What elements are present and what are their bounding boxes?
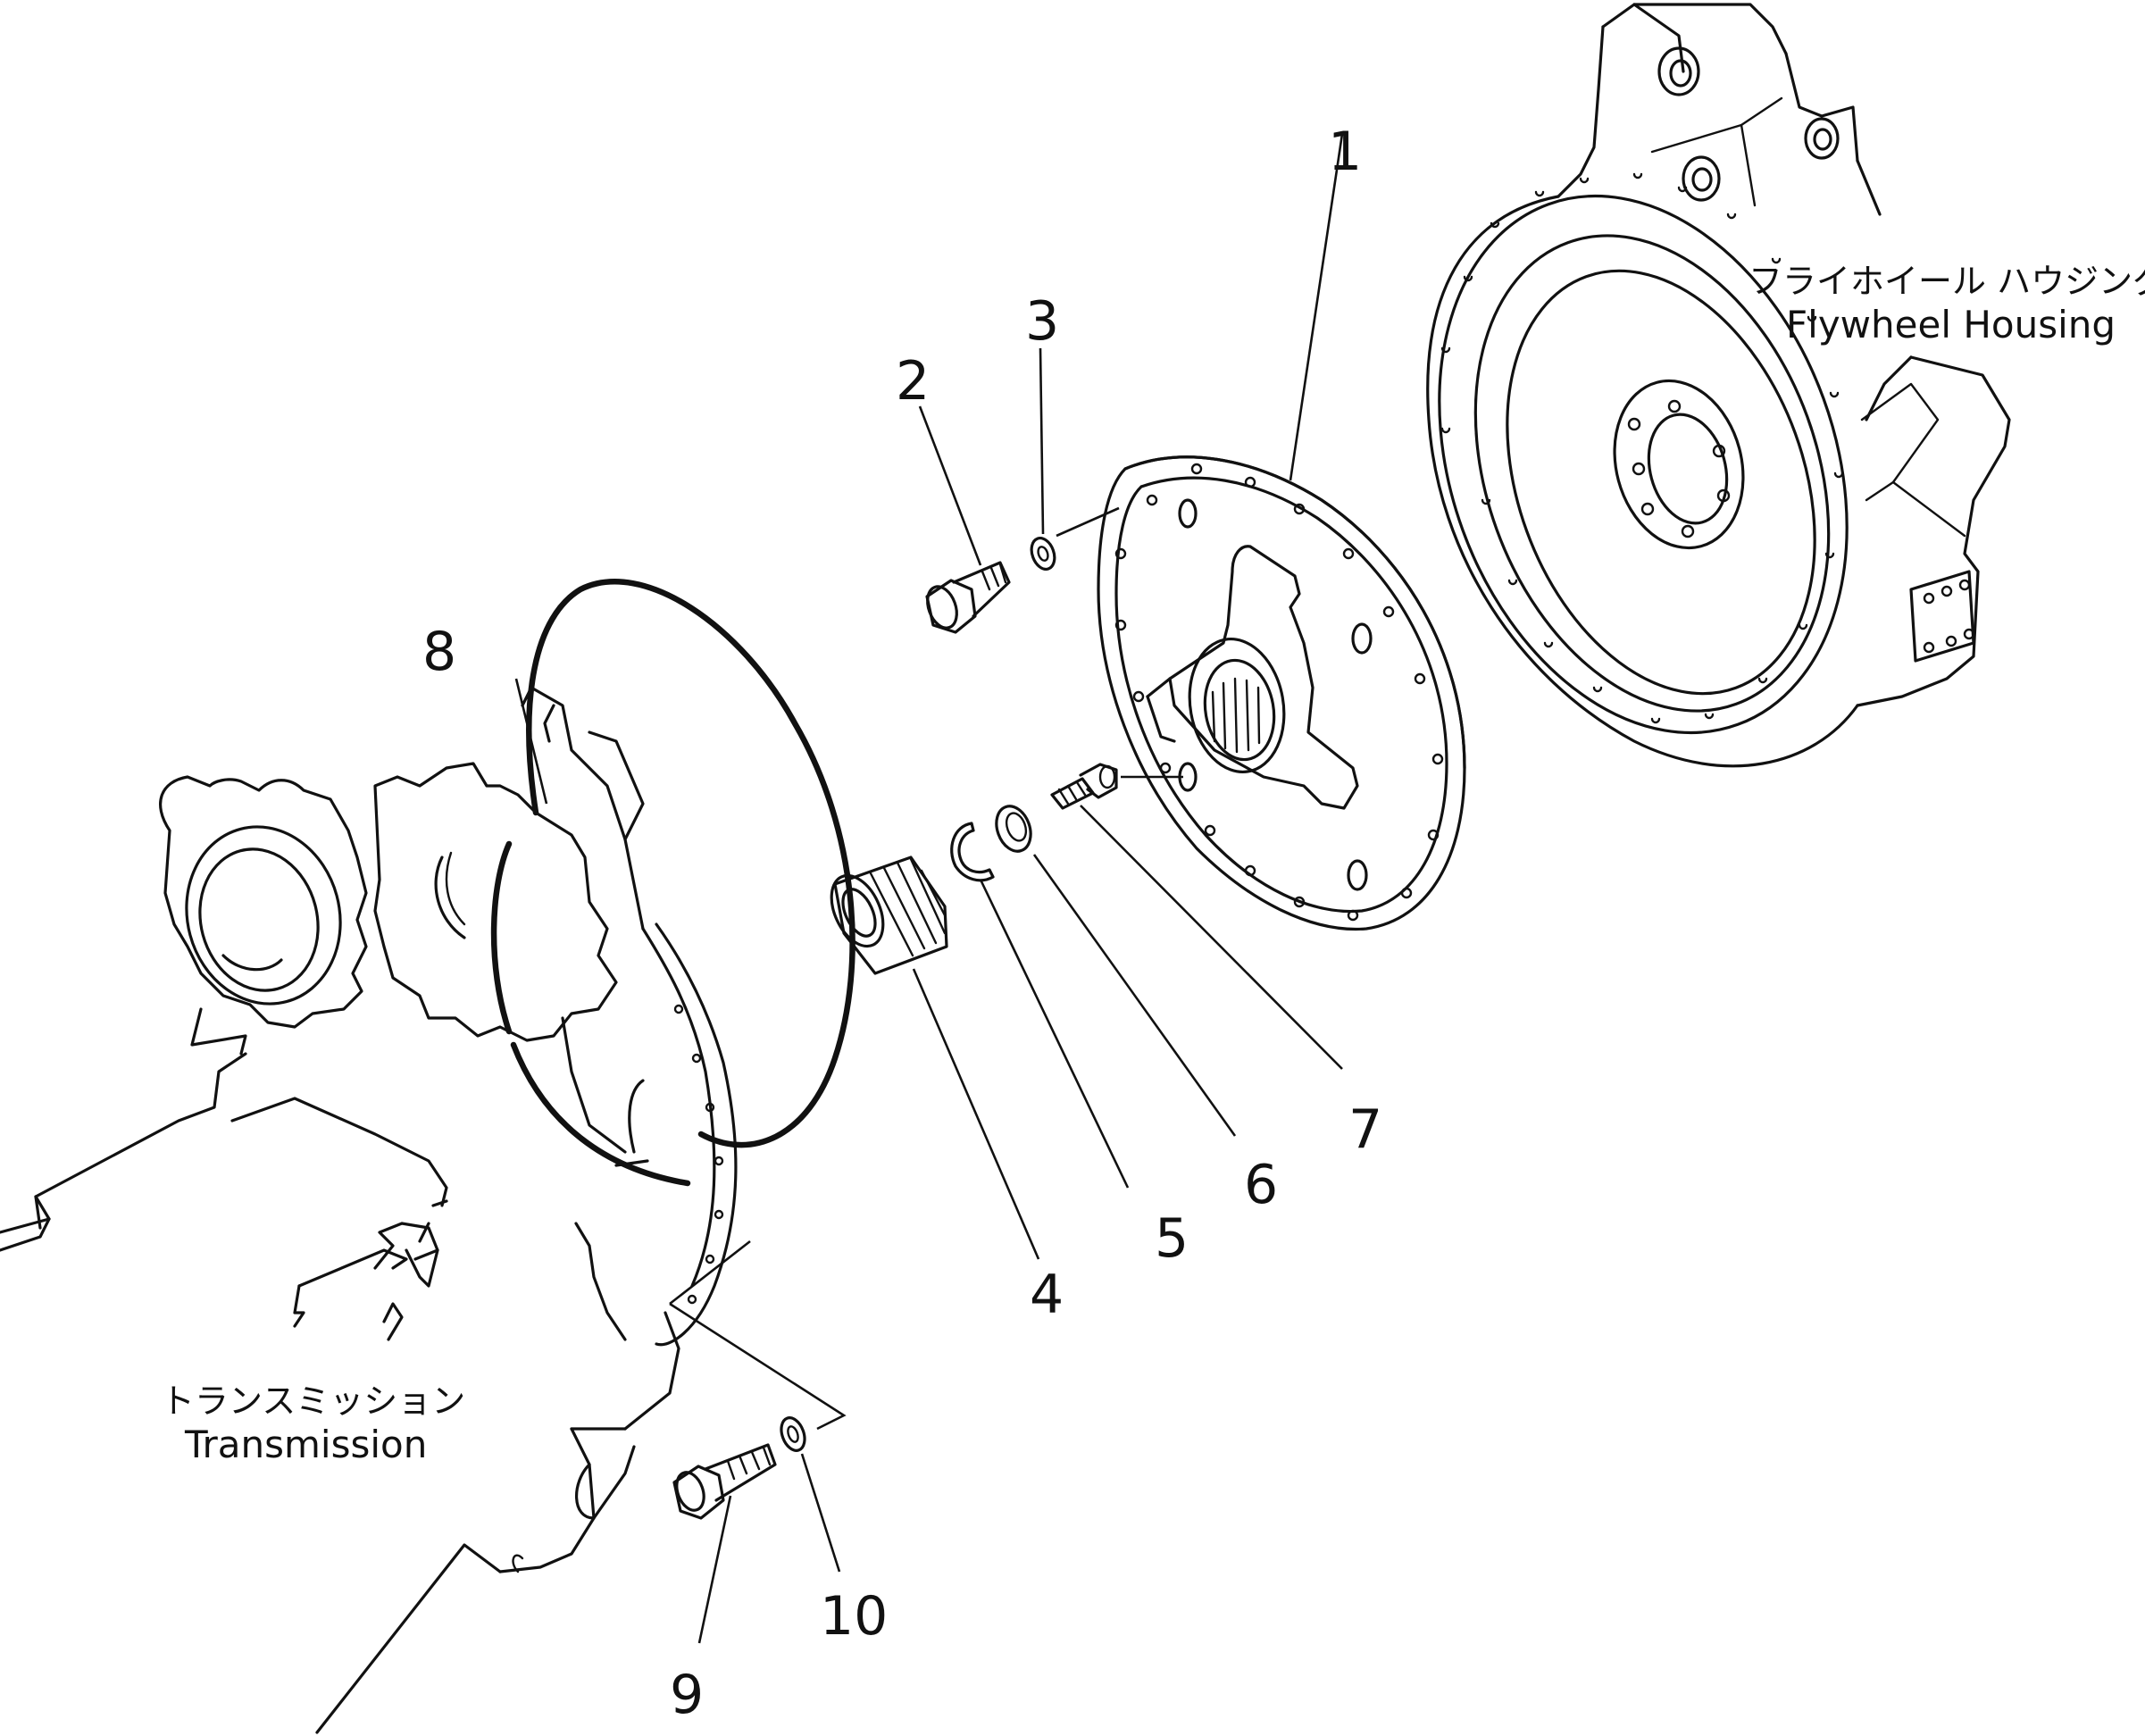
washer-part-10 (780, 1416, 806, 1452)
bolt-part-9 (672, 1443, 777, 1520)
callout-5: 5 (1155, 1207, 1189, 1270)
transmission-drawing (0, 686, 738, 1734)
callout-8: 8 (422, 621, 456, 683)
callout-6: 6 (1244, 1154, 1278, 1216)
callout-9: 9 (670, 1664, 704, 1726)
snap-ring-part-5 (950, 822, 995, 882)
callout-4: 4 (1030, 1264, 1064, 1326)
callout-2: 2 (896, 350, 930, 413)
flywheel-housing-label-jp: フライホイール ハウジング (1749, 262, 2145, 301)
callout-3: 3 (1025, 290, 1059, 353)
transmission-label-en: Transmission (184, 1423, 427, 1466)
o-ring-part-8 (490, 579, 855, 1187)
callout-10: 10 (820, 1585, 888, 1648)
flywheel-housing-label-en: Flywheel Housing (1786, 303, 2116, 346)
leader-lines (514, 133, 1344, 1644)
bolt-part-2 (925, 561, 1011, 634)
callout-7: 7 (1348, 1098, 1382, 1161)
cover-plate-part-1 (1097, 455, 1466, 931)
callout-1: 1 (1328, 121, 1362, 183)
washer-part-6 (995, 805, 1032, 853)
washer-part-3 (1030, 536, 1056, 572)
transmission-label-jp: トランスミッション (161, 1381, 465, 1421)
bolt-part-7 (1050, 763, 1118, 810)
flywheel-housing-drawing (1426, 3, 2011, 768)
needle-bearing-part-4 (830, 855, 948, 975)
